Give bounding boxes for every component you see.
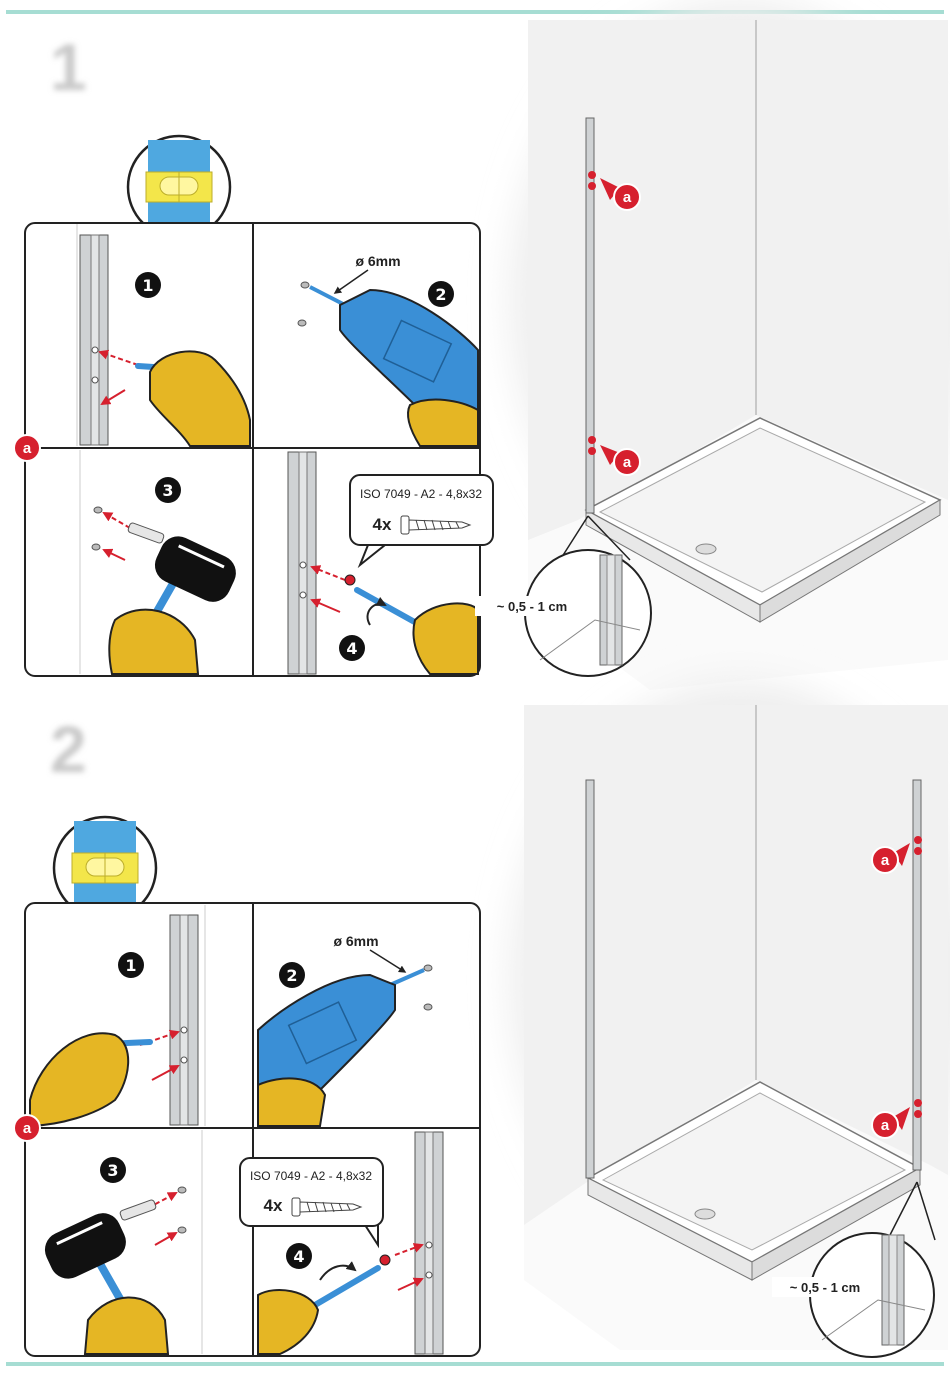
marker-a: a xyxy=(14,1115,40,1141)
step-number: 4 xyxy=(293,1247,304,1266)
svg-text:a: a xyxy=(23,1120,32,1137)
step-number: 1 xyxy=(125,956,136,975)
glove-hand xyxy=(258,1078,325,1126)
step-number: 4 xyxy=(346,639,357,658)
drill-size: ø 6mm xyxy=(355,253,400,269)
screw-head xyxy=(345,575,355,585)
glove-hand xyxy=(413,603,478,674)
marker-a: a xyxy=(14,435,40,461)
gap-label: ~ 0,5 - 1 cm xyxy=(497,599,567,614)
gap-label: ~ 0,5 - 1 cm xyxy=(790,1280,860,1295)
step-number: 2 xyxy=(286,966,297,985)
section-number: 1 xyxy=(50,30,87,104)
section-number: 2 xyxy=(50,712,87,786)
glove-hand xyxy=(408,400,478,446)
svg-text:a: a xyxy=(881,1117,890,1134)
screw-head xyxy=(380,1255,390,1265)
svg-text:a: a xyxy=(623,189,632,206)
screw-count: 4x xyxy=(264,1196,283,1215)
bottom-rule xyxy=(6,1362,944,1366)
step-number: 1 xyxy=(142,276,153,295)
wall-profile xyxy=(586,780,594,1178)
step-number: 3 xyxy=(107,1161,118,1180)
shower-scene: a a ~ 0,5 - 1 cm xyxy=(475,0,950,690)
shower-scene: a a ~ 0,5 - 1 cm xyxy=(510,680,950,1357)
svg-text:a: a xyxy=(23,440,32,457)
screw-spec: ISO 7049 - A2 - 4,8x32 xyxy=(360,487,482,501)
screw-spec-box xyxy=(350,475,493,545)
step-number: 3 xyxy=(162,481,173,500)
drill-size: ø 6mm xyxy=(333,933,378,949)
screw-spec: ISO 7049 - A2 - 4,8x32 xyxy=(250,1169,372,1183)
step-number: 2 xyxy=(435,285,446,304)
section-1: 1 1 xyxy=(14,0,950,690)
svg-text:a: a xyxy=(881,852,890,869)
section-2: 2 1 xyxy=(14,680,950,1357)
svg-text:a: a xyxy=(623,454,632,471)
screw-count: 4x xyxy=(373,515,392,534)
